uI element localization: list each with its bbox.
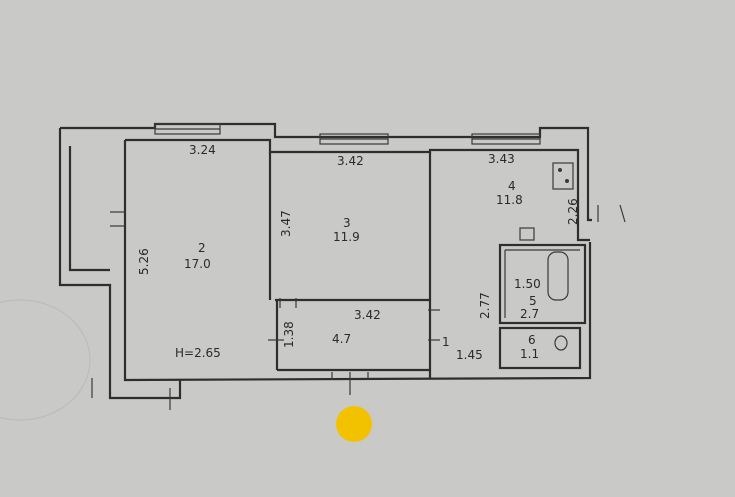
room-4-area: 11.8 [496,193,523,207]
room-6-area: 1.1 [520,347,539,361]
dim-bath-depth: 2.77 [478,292,492,319]
room-1-number: 1 [442,335,450,349]
room-4-number: 4 [508,179,516,193]
room-5-area: 2.7 [520,307,539,321]
dim-room2-length: 5.26 [137,248,151,275]
dim-hall-width: 3.42 [354,308,381,322]
door-marks [91,204,626,410]
dim-room3-depth: 3.47 [279,210,293,237]
room-2-area: 17.0 [184,257,211,271]
dim-room4-width: 3.43 [488,152,515,166]
dim-room4-depth: 2.26 [566,198,580,225]
room-6-number: 6 [528,333,536,347]
location-marker [336,406,372,442]
interior-walls [268,152,587,378]
room-labels: 1 4.7 2 17.0 3 11.9 4 11.8 5 2.7 6 1.1 [184,179,539,361]
ceiling-height-label: H=2.65 [175,346,221,360]
room-3-number: 3 [343,216,351,230]
dim-room2-width: 3.24 [189,143,216,157]
room-3-area: 11.9 [333,230,360,244]
room-5-number: 5 [529,294,537,308]
stove-icon [552,162,574,190]
room-1-area: 4.7 [332,332,351,346]
dim-corridor-width: 1.45 [456,348,483,362]
bathtub-icon [547,251,569,301]
paper-stamp-mark [0,299,91,421]
dim-bath-width: 1.50 [514,277,541,291]
fixtures [519,162,574,351]
dim-hall-depth: 1.38 [282,321,296,348]
dim-room3-width: 3.42 [337,154,364,168]
room-2-number: 2 [198,241,206,255]
toilet-icon [554,335,568,351]
sink-icon [519,227,535,241]
dimension-labels: 3.24 3.42 3.43 5.26 3.47 2.26 3.42 1.38 … [137,143,580,362]
windows [154,123,541,145]
